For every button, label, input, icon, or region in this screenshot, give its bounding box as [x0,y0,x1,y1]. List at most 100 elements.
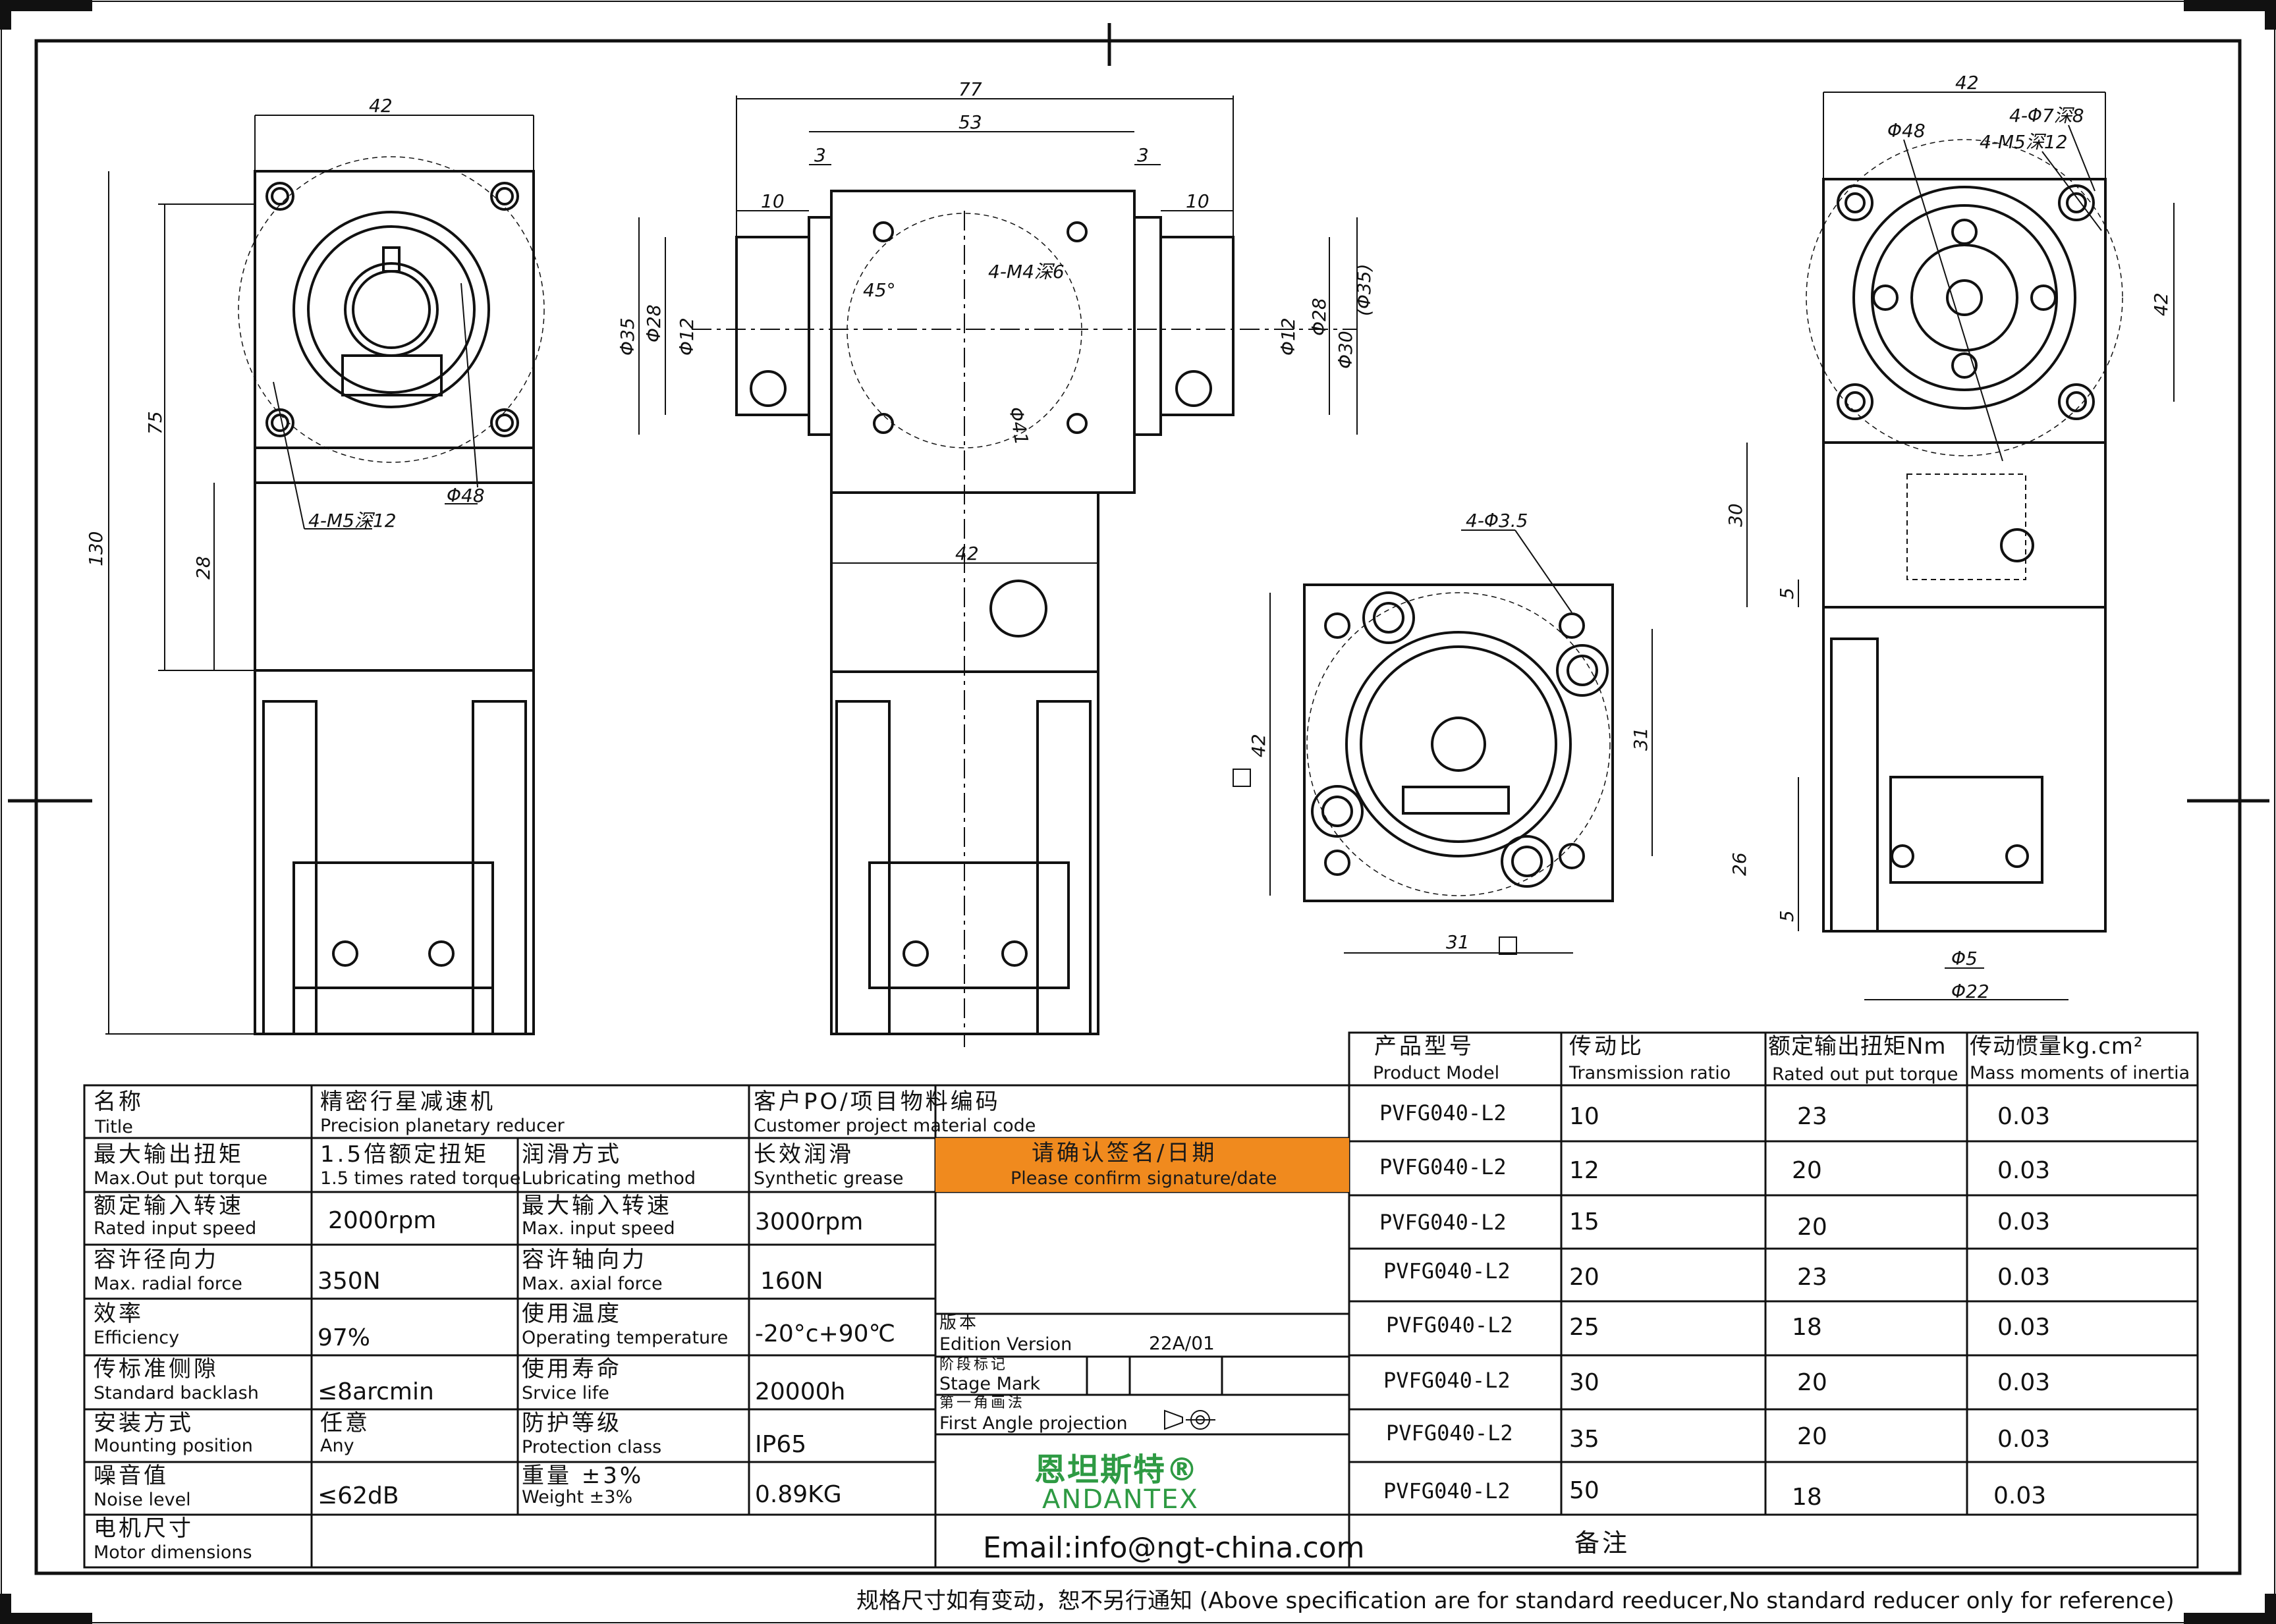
dim-v1-bolt: 4-M5深12 [308,510,397,531]
row2-model: PVFG040-L2 [1379,1154,1507,1179]
radial-en: Max. radial force [94,1274,242,1294]
header-torque-en: Rated out put torque [1772,1064,1958,1085]
row8-model: PVFG040-L2 [1383,1478,1511,1503]
dim-v4-42h: 42 [2150,292,2172,316]
dim-v4-5b: 5 [1776,910,1798,922]
row6-ratio: 30 [1569,1369,1599,1396]
lubrication-value-en: Synthetic grease [754,1168,904,1189]
dim-v4-48: Φ48 [1887,120,1926,142]
front-view [238,156,545,1035]
max-torque-cn: 最大输出扭矩 [94,1141,244,1168]
stage-en: Stage Mark [939,1374,1041,1394]
weight-en: Weight ±3% [522,1487,633,1507]
dim-v2-28a: Φ28 [643,304,665,342]
side-view [735,190,1235,1035]
header-model-en: Product Model [1373,1063,1500,1083]
row4-inertia: 0.03 [1997,1264,2051,1291]
dim-v1-28: 28 [192,556,214,580]
radial-cn: 容许径向力 [94,1247,219,1273]
title-value-en: Precision planetary reducer [320,1116,565,1136]
row6-inertia: 0.03 [1997,1369,2051,1396]
customer-label-cn: 客户PO/项目物料编码 [754,1089,1001,1115]
row2-torque: 20 [1792,1157,1822,1184]
lubrication-value-cn: 长效润滑 [754,1141,854,1168]
row6-model: PVFG040-L2 [1383,1368,1511,1393]
row5-torque: 18 [1792,1314,1822,1341]
row3-model: PVFG040-L2 [1379,1210,1507,1235]
row5-inertia: 0.03 [1997,1314,2051,1341]
header-inertia-en: Mass moments of inertia [1970,1063,2190,1083]
row4-torque: 23 [1797,1264,1827,1291]
row2-ratio: 12 [1569,1157,1599,1184]
row1-ratio: 10 [1569,1103,1599,1130]
projection-en: First Angle projection [939,1413,1128,1434]
efficiency-cn: 效率 [94,1301,144,1327]
row2-inertia: 0.03 [1997,1157,2051,1184]
title-value-cn: 精密行星减速机 [320,1089,495,1115]
footer-note: 规格尺寸如有变动，恕不另行通知 (Above specification are… [856,1588,2175,1614]
row4-model: PVFG040-L2 [1383,1259,1511,1284]
weight-value: 0.89KG [755,1481,842,1508]
dim-v2-10b: 10 [1186,190,1209,212]
max-torque-value-en: 1.5 times rated torque [320,1168,521,1189]
rated-speed-cn: 额定输入转速 [94,1193,244,1219]
max-torque-en: Max.Out put torque [94,1168,267,1189]
row3-torque: 20 [1797,1214,1827,1241]
dim-v4-7: 4-Φ7深8 [2009,105,2084,126]
flange-view [1303,583,1614,902]
row4-ratio: 20 [1569,1264,1599,1291]
model-table-grid [1348,1031,2199,1569]
stage-cn: 阶段标记 [939,1357,1009,1373]
logo-cn: 恩坦斯特® [1034,1451,1200,1488]
row3-inertia: 0.03 [1997,1208,2051,1235]
signature-label-cn: 请确认签名/日期 [1032,1140,1217,1166]
customer-label-en: Customer project material code [754,1116,1036,1136]
edition-en: Edition Version [939,1334,1072,1355]
row7-torque: 20 [1797,1423,1827,1450]
dim-v4-m5: 4-M5深12 [1980,131,2068,153]
life-cn: 使用寿命 [522,1356,622,1382]
dim-v2-35b: (Φ35) [1353,263,1375,316]
edition-value: 22A/01 [1149,1332,1215,1354]
efficiency-value: 97% [318,1324,371,1351]
signature-box[interactable]: 请确认签名/日期 Please confirm signature/date [935,1138,1349,1192]
dim-v2-12a: Φ12 [676,317,698,356]
dim-v1-pcd: Φ48 [447,485,485,506]
protection-en: Protection class [522,1437,662,1457]
dim-v3-31b: 31 [1446,931,1470,953]
backlash-cn: 传标准侧隙 [94,1356,219,1382]
dim-v2-10a: 10 [761,190,785,212]
protection-cn: 防护等级 [522,1410,622,1436]
dim-v4-width: 42 [1955,72,1979,94]
rated-speed-en: Rated input speed [94,1218,257,1239]
dim-v2-12b: Φ12 [1277,317,1299,356]
edition-cn: 版本 [939,1313,980,1333]
noise-en: Noise level [94,1490,191,1510]
temp-value: -20°c+90℃ [755,1320,895,1347]
dim-v1-130: 130 [85,531,107,566]
row5-ratio: 25 [1569,1314,1599,1341]
dim-v2-53: 53 [958,111,982,133]
dim-v2-3a: 3 [814,144,826,166]
life-value: 20000h [755,1378,846,1405]
noise-cn: 噪音值 [94,1463,169,1489]
title-label-en: Title [95,1117,133,1137]
header-ratio-en: Transmission ratio [1569,1063,1731,1083]
logo-en: ANDANTEX [1042,1484,1199,1515]
backlash-en: Standard backlash [94,1383,259,1403]
header-ratio-cn: 传动比 [1569,1033,1644,1060]
row1-model: PVFG040-L2 [1379,1100,1507,1125]
weight-cn: 重量 ±3% [522,1463,644,1489]
max-torque-value-cn: 1.5倍额定扭矩 [320,1141,489,1168]
dim-v2-30: Φ30 [1335,331,1356,369]
right-view-dims [1746,92,2175,1000]
max-speed-cn: 最大输入转速 [522,1193,672,1219]
row3-ratio: 15 [1569,1208,1599,1235]
dim-v2-m4: 4-M4深6 [988,261,1065,283]
dim-v2-35: Φ35 [617,317,638,356]
row7-inertia: 0.03 [1997,1426,2051,1453]
signature-label-en: Please confirm signature/date [1011,1168,1277,1189]
motor-cn: 电机尺寸 [94,1515,194,1542]
email[interactable]: Email:info@ngt-china.com [983,1531,1365,1565]
